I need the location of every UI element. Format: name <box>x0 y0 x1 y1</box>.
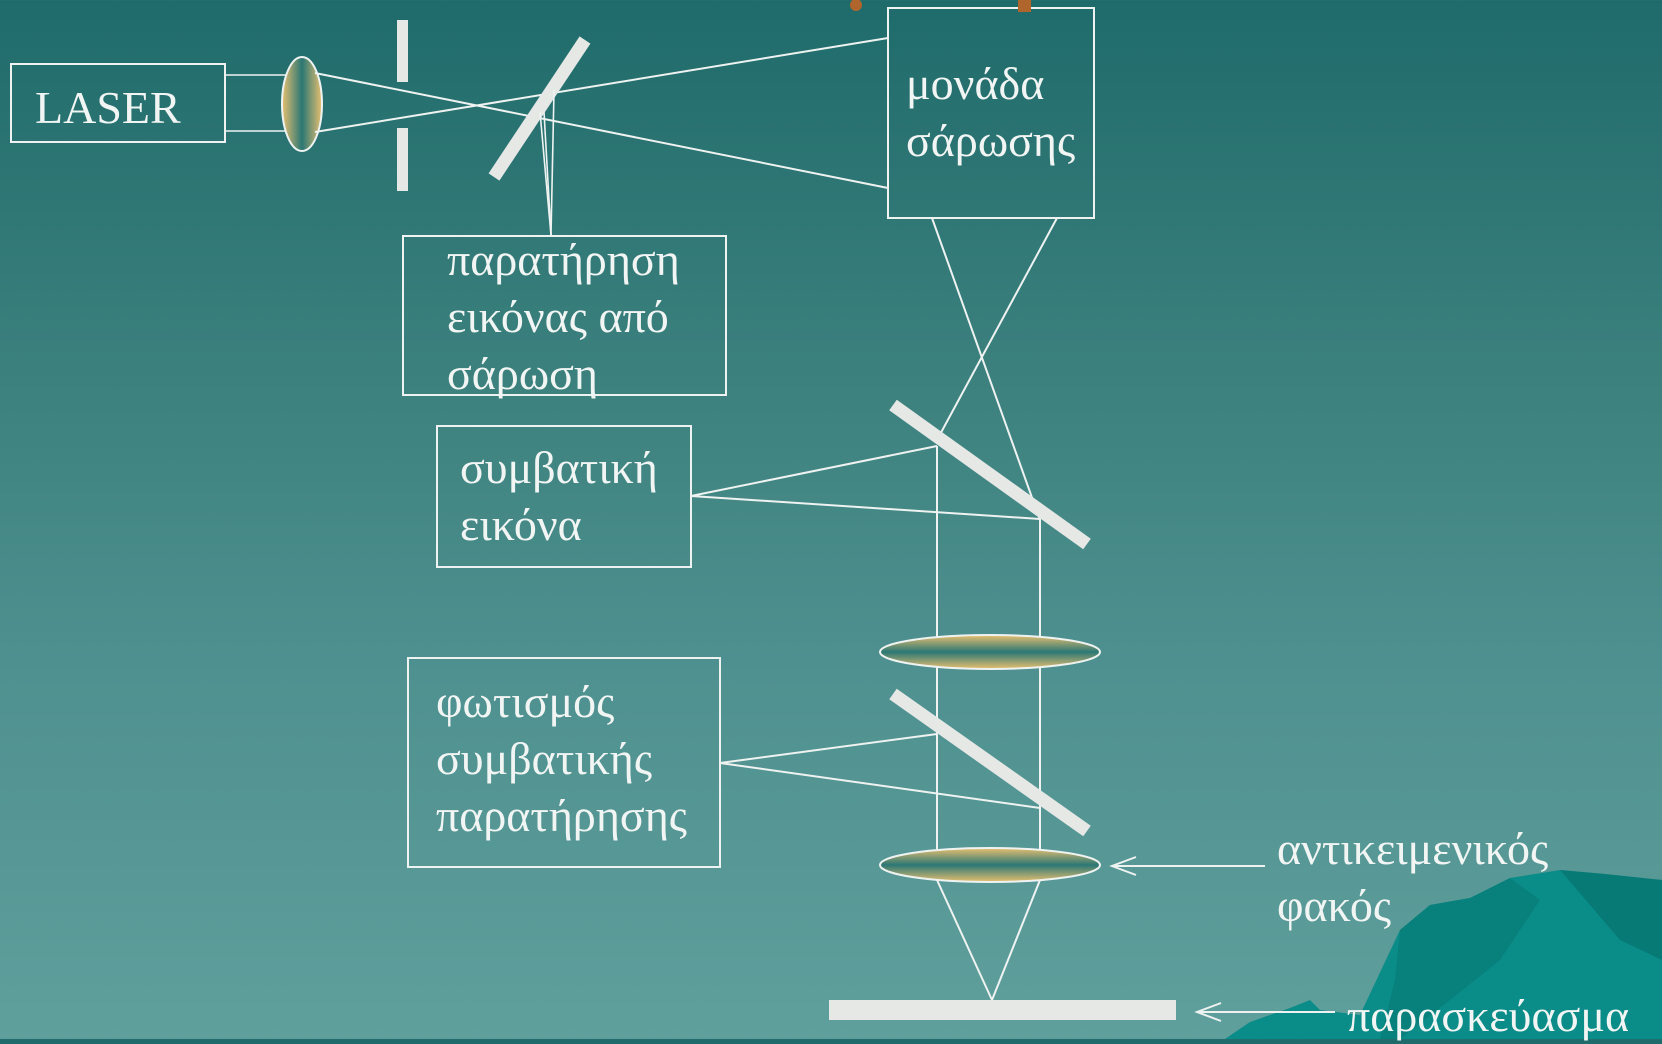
pinhole-lower <box>397 128 408 191</box>
ray <box>543 111 552 236</box>
scan-observation-line-2: εικόνας από <box>447 291 669 342</box>
pinhole-upper <box>397 20 408 82</box>
arrow-head <box>1109 856 1137 876</box>
objective-lens-line-1: αντικειμενικός <box>1277 823 1549 874</box>
conventional-image-line-1: συμβατική <box>460 442 658 493</box>
scan-observation-box <box>402 235 727 396</box>
ray <box>550 89 555 236</box>
ray <box>314 72 889 189</box>
specimen-label: παρασκεύασμα <box>1347 987 1629 1044</box>
illumination-line-2: συμβατικής <box>436 733 653 784</box>
scan-unit-label: μονάδα σάρωσης <box>906 55 1075 169</box>
laser-text: LASER <box>35 82 181 133</box>
ray <box>936 217 1058 441</box>
scan-observation-label: παρατήρηση εικόνας από σάρωση <box>447 231 680 402</box>
dichroic-mirror-lower <box>889 688 1091 837</box>
illumination-line-3: παρατήρησης <box>436 790 688 841</box>
ray <box>991 879 1041 1001</box>
ray <box>931 217 1041 521</box>
scan-unit-box <box>887 7 1095 219</box>
ray <box>936 879 993 1001</box>
ray <box>719 733 938 764</box>
scan-unit-line-1: μονάδα <box>906 58 1045 109</box>
tube-lens <box>879 634 1101 670</box>
scan-observation-line-3: σάρωση <box>447 348 598 399</box>
illumination-line-1: φωτισμός <box>436 676 615 727</box>
beam-splitter-top <box>488 36 591 181</box>
scan-unit-pin <box>1018 0 1031 12</box>
ray <box>314 37 889 133</box>
arrow-head <box>1194 1002 1222 1022</box>
laser-box <box>10 63 226 143</box>
mountain-decoration <box>1225 870 1662 1039</box>
ray <box>690 445 938 497</box>
laser-label: LASER <box>35 81 181 135</box>
specimen-slide <box>829 1000 1176 1020</box>
specimen-text: παρασκεύασμα <box>1347 990 1630 1041</box>
scan-unit-line-2: σάρωσης <box>906 115 1076 166</box>
dichroic-mirror-upper <box>889 399 1091 550</box>
objective-lens <box>879 847 1101 883</box>
objective-lens-line-2: φακός <box>1277 880 1392 931</box>
laser-lens <box>281 56 323 152</box>
scan-unit-pin <box>850 0 862 11</box>
ray <box>690 495 1041 520</box>
conventional-image-line-2: εικόνα <box>460 499 582 550</box>
objective-lens-label: αντικειμενικός φακός <box>1277 820 1548 934</box>
conventional-image-label: συμβατική εικόνα <box>460 439 658 553</box>
scan-observation-line-1: παρατήρηση <box>447 234 680 285</box>
conventional-illumination-label: φωτισμός συμβατικής παρατήρησης <box>436 673 687 844</box>
ray <box>719 762 1041 809</box>
